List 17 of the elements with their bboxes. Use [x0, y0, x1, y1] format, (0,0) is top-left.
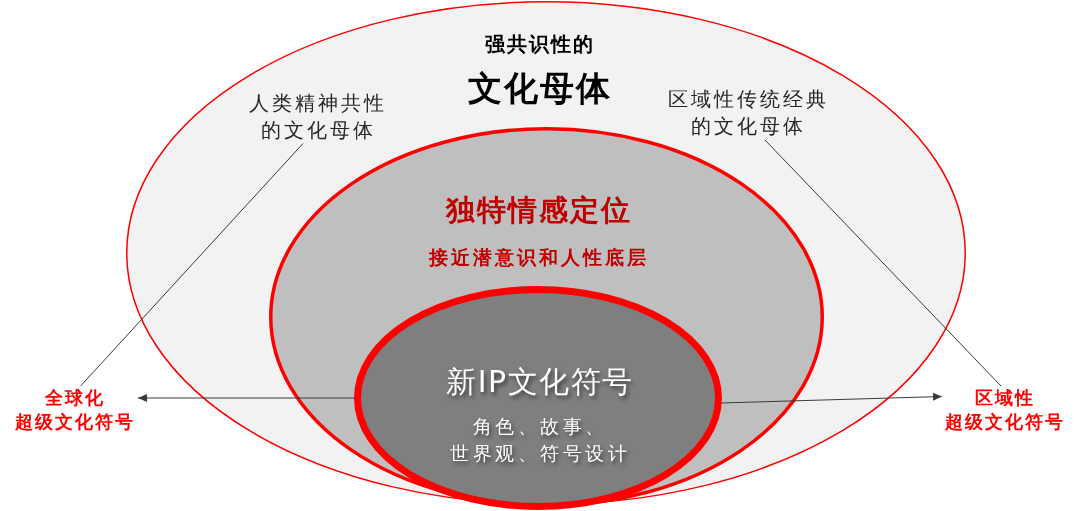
- side-label: 全球化: [45, 386, 105, 410]
- arrow: [137, 394, 356, 402]
- title: 文化母体: [468, 67, 612, 110]
- subtitle: 接近潜意识和人性底层: [429, 245, 649, 270]
- inner-ellipse: [354, 286, 722, 510]
- subheading: 强共识性的: [485, 30, 595, 58]
- leader-line: [80, 143, 304, 387]
- arrow: [720, 392, 943, 404]
- leader-line: [764, 139, 1002, 387]
- callout-text: 区域性传统经典的文化母体: [666, 86, 830, 140]
- title: 独特情感定位: [446, 191, 632, 229]
- callout-text: 人类精神共性的文化母体: [247, 90, 389, 144]
- body-text: 角色、故事、世界观、符号设计: [449, 413, 631, 466]
- title: 新IP文化符号: [446, 362, 634, 401]
- side-label: 区域性: [975, 386, 1035, 410]
- side-label: 超级文化符号: [15, 410, 135, 434]
- side-label: 超级文化符号: [945, 410, 1065, 434]
